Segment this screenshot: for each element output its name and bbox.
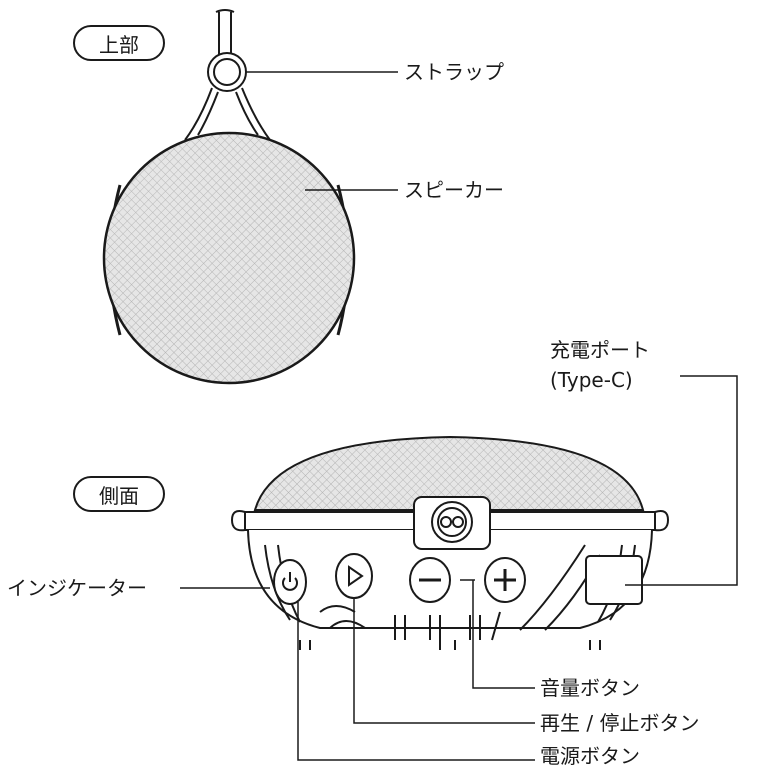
tag-side-text: 側面: [99, 483, 139, 508]
label-charge-port-2: (Type-C): [550, 368, 633, 392]
power-icon: [282, 572, 298, 591]
plus-icon: [494, 569, 516, 591]
tag-side: 側面: [73, 476, 165, 512]
label-volume: 音量ボタン: [540, 676, 640, 700]
label-strap: ストラップ: [404, 60, 504, 84]
label-power: 電源ボタン: [540, 744, 640, 768]
charge-port: [585, 555, 643, 605]
label-indicator: インジケーター: [7, 576, 147, 600]
label-charge-port-1: 充電ポート: [550, 338, 650, 362]
tag-top-text: 上部: [99, 32, 139, 57]
speaker-mesh: [102, 131, 356, 385]
label-speaker: スピーカー: [404, 178, 504, 202]
strap: [218, 12, 232, 55]
speaker-dome: [253, 435, 645, 511]
label-play-stop: 再生 / 停止ボタン: [540, 711, 700, 735]
play-stop-button: [335, 553, 373, 599]
top-view-speaker: [102, 9, 356, 385]
play-icon: [348, 565, 364, 587]
tag-top: 上部: [73, 25, 165, 61]
